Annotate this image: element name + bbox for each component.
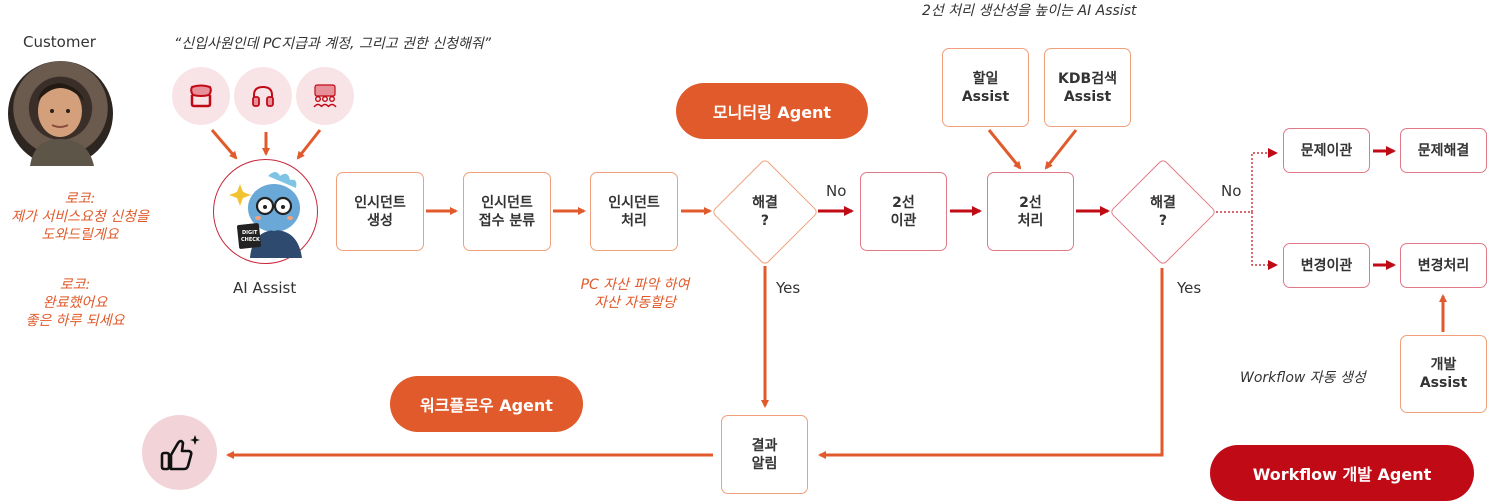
decision-resolved-1[interactable]: 해결 ? bbox=[711, 158, 819, 266]
step-problem-transfer[interactable]: 문제이관 bbox=[1283, 128, 1370, 173]
logo-message-1-line2: 도와드릴게요 bbox=[41, 227, 119, 243]
badge-text-2: CHECK bbox=[241, 237, 261, 243]
dev-assist-box[interactable]: 개발 Assist bbox=[1400, 335, 1487, 413]
dotted-branch-change bbox=[1251, 212, 1278, 270]
step-problem-solve[interactable]: 문제해결 bbox=[1400, 128, 1487, 173]
logo-message-2-line1: 완료했어요 bbox=[42, 295, 108, 311]
headset-icon bbox=[252, 85, 274, 107]
arrow-kdb-to-process2 bbox=[1044, 129, 1078, 170]
badge-text-1: DIGIT bbox=[242, 230, 258, 236]
thumbs-up-icon bbox=[160, 434, 200, 470]
workflow-agent-pill[interactable]: 워크플로우 Agent bbox=[390, 376, 583, 432]
arrow-decision2-yes bbox=[818, 268, 1164, 459]
arrow-chat-to-ai bbox=[210, 129, 238, 160]
thumbs-up-circle bbox=[142, 415, 217, 490]
workflow-auto-label: Workflow 자동 생성 bbox=[1240, 370, 1366, 386]
pc-asset-note-line2: 자산 자동할당 bbox=[594, 295, 676, 311]
dotted-branch bbox=[1216, 148, 1278, 213]
logo-message-1: 로코: 제가 서비스요청 신청을 도와드릴게요 bbox=[0, 190, 160, 244]
step-incident-classify[interactable]: 인시던트 접수 분류 bbox=[463, 172, 551, 251]
logo-message-2-line2: 좋은 하루 되세요 bbox=[25, 313, 125, 329]
logo-message-2-title: 로코: bbox=[59, 277, 91, 293]
channel-meeting[interactable] bbox=[296, 67, 354, 125]
decision-2-text: 해결 ? bbox=[1150, 195, 1176, 229]
decision-1-no-label: No bbox=[826, 182, 847, 200]
decision-resolved-2[interactable]: 해결 ? bbox=[1109, 158, 1217, 266]
customer-label: Customer bbox=[23, 33, 96, 51]
kdb-search-assist-box[interactable]: KDB검색 Assist bbox=[1044, 48, 1131, 127]
customer-avatar bbox=[8, 61, 113, 166]
decision-2-no-label: No bbox=[1221, 182, 1242, 200]
chat-icon bbox=[190, 84, 212, 108]
second-line-title: 2선 처리 생산성을 높이는 AI Assist bbox=[922, 3, 1137, 19]
pc-asset-note-line1: PC 자산 파악 하여 bbox=[580, 277, 690, 293]
arrow-todo-to-process2 bbox=[987, 129, 1022, 170]
workflow-dev-agent-pill[interactable]: Workflow 개발 Agent bbox=[1210, 445, 1474, 501]
decision-1-text: 해결 ? bbox=[752, 195, 778, 229]
step-incident-create[interactable]: 인시던트 생성 bbox=[336, 172, 424, 251]
step-second-line-transfer[interactable]: 2선 이관 bbox=[860, 172, 947, 251]
customer-photo-icon bbox=[30, 83, 94, 166]
customer-quote: “신입사원인데 PC지급과 계정, 그리고 권한 신청해줘” bbox=[174, 36, 492, 52]
monitoring-agent-pill[interactable]: 모니터링 Agent bbox=[676, 83, 868, 139]
decision-1-yes-label: Yes bbox=[776, 279, 801, 297]
meeting-icon bbox=[313, 84, 337, 108]
logo-message-2: 로코: 완료했어요 좋은 하루 되세요 bbox=[0, 276, 150, 330]
ai-assist-avatar[interactable]: DIGIT CHECK bbox=[213, 159, 318, 264]
logo-message-1-line1: 제가 서비스요청 신청을 bbox=[11, 209, 149, 225]
channel-headset[interactable] bbox=[234, 67, 292, 125]
mascot-icon: DIGIT CHECK bbox=[228, 171, 302, 258]
step-second-line-process[interactable]: 2선 처리 bbox=[987, 172, 1074, 251]
logo-message-1-title: 로코: bbox=[64, 191, 96, 207]
channel-chat[interactable] bbox=[172, 67, 230, 125]
todo-assist-box[interactable]: 할일 Assist bbox=[942, 48, 1029, 127]
pc-asset-note: PC 자산 파악 하여 자산 자동할당 bbox=[560, 276, 710, 312]
decision-2-yes-label: Yes bbox=[1177, 279, 1202, 297]
step-change-transfer[interactable]: 변경이관 bbox=[1283, 243, 1370, 288]
ai-assist-label: AI Assist bbox=[233, 279, 297, 297]
step-change-process[interactable]: 변경처리 bbox=[1400, 243, 1487, 288]
step-result-notify[interactable]: 결과 알림 bbox=[721, 415, 808, 494]
step-incident-process[interactable]: 인시던트 처리 bbox=[590, 172, 678, 251]
arrow-meeting-to-ai bbox=[296, 129, 322, 160]
